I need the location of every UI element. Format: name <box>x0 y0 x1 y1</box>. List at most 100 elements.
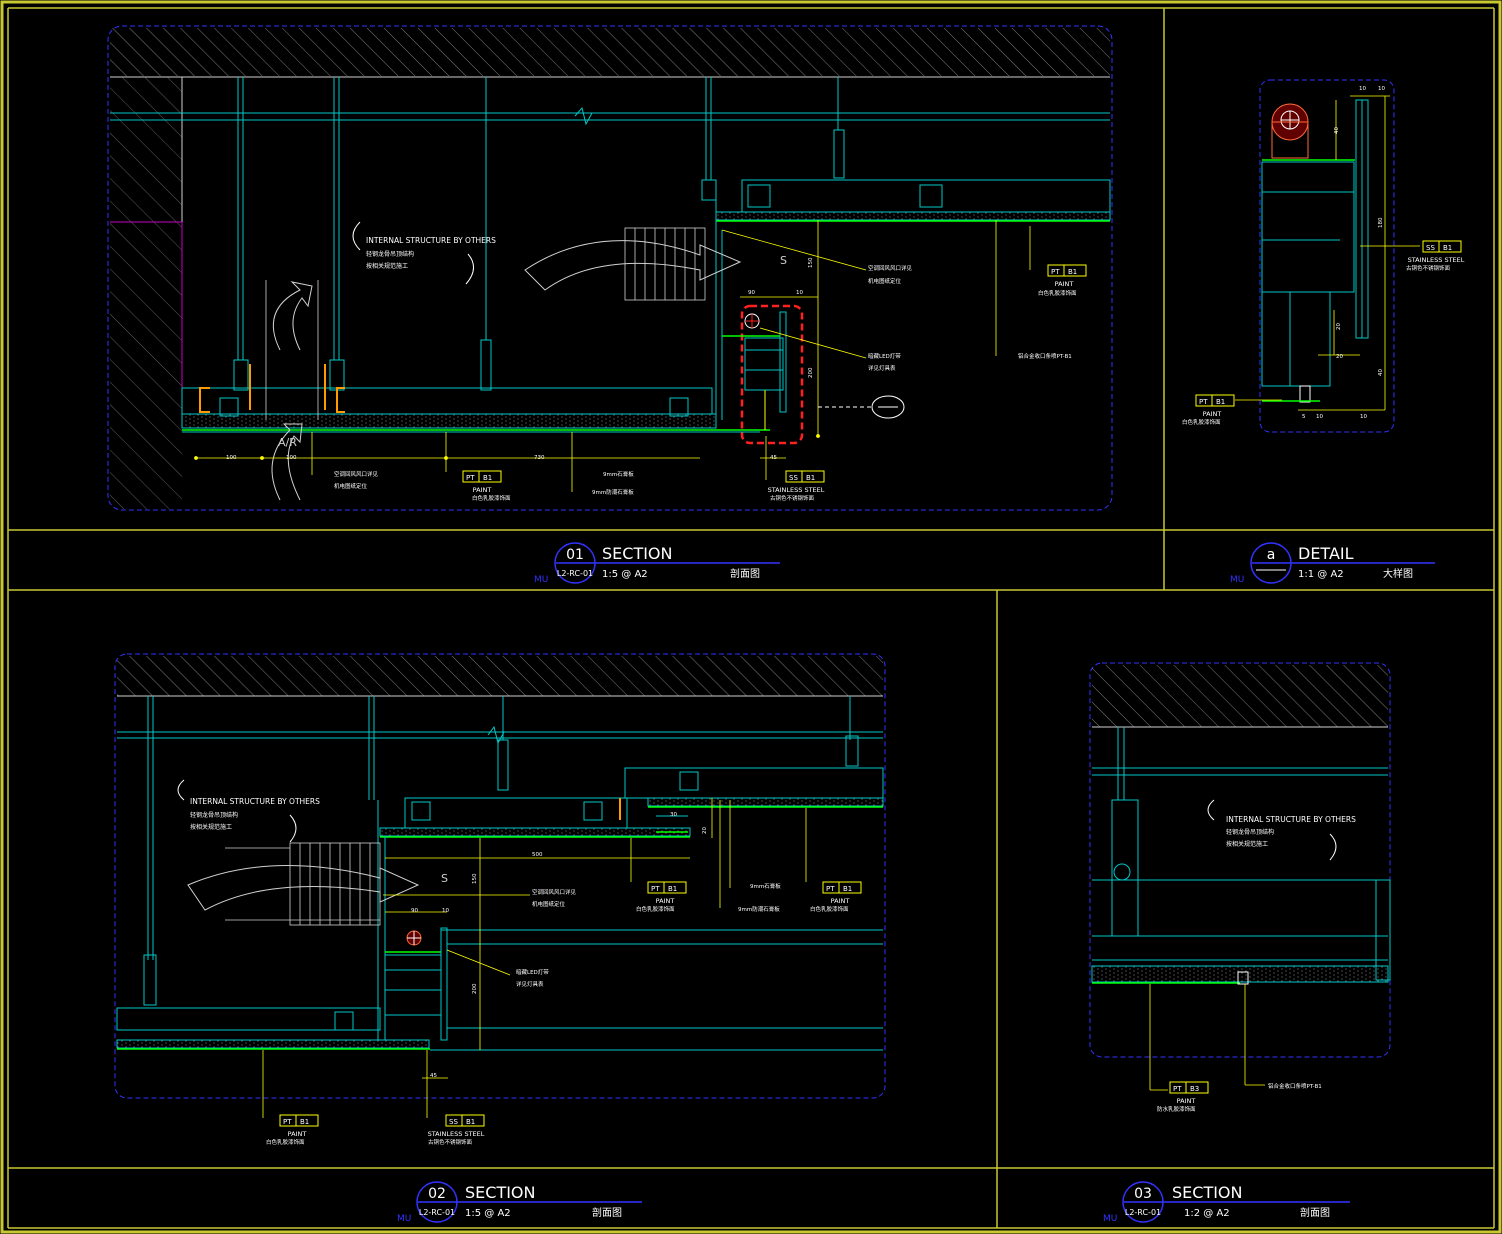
s1-dim90: 90 <box>748 290 755 296</box>
s1-ar: A/R <box>278 436 297 449</box>
view-scale: 1:2 @ A2 <box>1184 1208 1230 1219</box>
view-ref: L2-RC-01 <box>419 1208 455 1217</box>
view-number: 01 <box>566 547 584 563</box>
view-number: a <box>1267 547 1276 563</box>
s1-stainless-cn: 古铜色不锈钢饰面 <box>770 494 815 502</box>
view-title-cn: 剖面图 <box>730 567 760 580</box>
s2-paint-cn: 白色乳胶漆饰面 <box>636 905 675 913</box>
sa-ss-num: B1 <box>1443 244 1452 252</box>
s2-air-cn2: 机电图纸定位 <box>532 900 566 908</box>
sa-stainless: STAINLESS STEEL <box>1408 256 1465 264</box>
s2-led-cn1: 暗藏LED灯带 <box>516 968 549 976</box>
s2-ss-code: SS <box>449 1118 458 1126</box>
view-ref: L2-RC-01 <box>1125 1208 1161 1217</box>
sa-dim20b: 20 <box>1336 354 1343 360</box>
s1-dim45: 45 <box>770 455 777 461</box>
s2-pt-num-r: B1 <box>843 885 852 893</box>
s3-internal-cn2: 按相关规范施工 <box>1226 840 1268 848</box>
s2-dim20: 20 <box>702 827 708 834</box>
s1-gypsum9b: 9mm防潮石膏板 <box>592 488 634 496</box>
s1-paint-r: PAINT <box>1055 280 1074 288</box>
s1-led-cn1: 暗藏LED灯带 <box>868 352 901 360</box>
s1-dim200: 200 <box>808 367 814 378</box>
s2-s: S <box>441 872 448 885</box>
s2-stainless-cn: 古铜色不锈钢饰面 <box>428 1138 473 1146</box>
view-title-cn: 大样图 <box>1383 567 1413 580</box>
mu-label: MU <box>1230 575 1244 585</box>
s2-paint-b: PAINT <box>288 1130 307 1138</box>
sa-dim10b: 10 <box>1378 86 1385 92</box>
s2-led-cn2: 详见灯具表 <box>516 980 544 988</box>
sa-dim10d: 10 <box>1360 414 1367 420</box>
s2-pt-num-b: B1 <box>300 1118 309 1126</box>
s2-paint: PAINT <box>656 897 675 905</box>
s2-dim200: 200 <box>472 983 478 994</box>
sa-dim180: 180 <box>1378 217 1384 228</box>
s2-paint-cn-r: 白色乳胶漆饰面 <box>810 905 849 913</box>
s3-paint: PAINT <box>1177 1097 1196 1105</box>
s1-air-cn1: 空调回风风口详见 <box>868 264 913 272</box>
s3-right-note: 铝合金收口条喷PT-B1 <box>1268 1082 1322 1090</box>
mu-label: MU <box>534 575 548 585</box>
s2-dim30: 30 <box>670 812 677 818</box>
s2-pt-code-b: PT <box>283 1118 292 1126</box>
s1-dim10: 10 <box>796 290 803 296</box>
s1-gypsum9a: 9mm石膏板 <box>603 470 634 478</box>
view-title: SECTION <box>602 544 673 563</box>
s1-ss-num: B1 <box>806 474 815 482</box>
s1-paint-cn: 白色乳胶漆饰面 <box>472 494 511 502</box>
sa-dim40b: 40 <box>1378 369 1384 376</box>
s2-pt-num: B1 <box>668 885 677 893</box>
s1-dim730: 730 <box>534 455 545 461</box>
s1-internal-cn2: 按相关规范施工 <box>366 262 408 270</box>
s3-paint-cn: 防水乳胶漆饰面 <box>1157 1105 1196 1113</box>
s1-led-cn2: 详见灯具表 <box>868 364 896 372</box>
s2-stainless: STAINLESS STEEL <box>428 1130 485 1138</box>
s2-dim45: 45 <box>430 1073 437 1079</box>
sa-paint: PAINT <box>1203 410 1222 418</box>
view-scale: 1:5 @ A2 <box>465 1208 511 1219</box>
view-title-cn: 剖面图 <box>592 1206 622 1219</box>
s1-pt-num-r: B1 <box>1068 268 1077 276</box>
title-block-a: a DETAIL 1:1 @ A2 大样图 MU <box>1230 542 1435 585</box>
s2-internal-en: INTERNAL STRUCTURE BY OTHERS <box>190 797 320 806</box>
view-scale: 1:5 @ A2 <box>602 569 648 580</box>
section-01-drawing: INTERNAL STRUCTURE BY OTHERS 轻钢龙骨吊顶结构 按相… <box>107 25 1113 511</box>
s1-pt-code-r: PT <box>1051 268 1060 276</box>
title-block-01: 01 L2-RC-01 SECTION 1:5 @ A2 剖面图 MU <box>534 542 780 585</box>
s1-dim150: 150 <box>808 257 814 268</box>
mu-label: MU <box>397 1214 411 1224</box>
s2-gypsum9b: 9mm防潮石膏板 <box>738 905 780 913</box>
view-title: SECTION <box>465 1183 536 1202</box>
view-number: 03 <box>1134 1186 1152 1202</box>
sa-dim10c: 10 <box>1316 414 1323 420</box>
s2-dim500: 500 <box>532 852 543 858</box>
s2-air-cn1: 空调回风风口详见 <box>532 888 577 896</box>
s2-gypsum9a: 9mm石膏板 <box>750 882 781 890</box>
view-ref: L2-RC-01 <box>557 569 593 578</box>
s1-air-cn1b: 空调回风风口详见 <box>334 470 379 478</box>
detail-a-drawing: 10 10 40 180 20 20 40 5 10 10 SS B1 STAI… <box>1182 79 1465 433</box>
s1-dim100a: 100 <box>226 455 237 461</box>
s3-pt-num: B3 <box>1190 1085 1199 1093</box>
section-03-drawing: INTERNAL STRUCTURE BY OTHERS 轻钢龙骨吊顶结构 按相… <box>1089 662 1391 1113</box>
s1-s: S <box>780 254 787 267</box>
s1-internal-cn1: 轻钢龙骨吊顶结构 <box>366 250 414 258</box>
sa-dim20a: 20 <box>1336 323 1342 330</box>
s2-dim90: 90 <box>411 908 418 914</box>
mu-label: MU <box>1103 1214 1117 1224</box>
sa-pt-num: B1 <box>1216 398 1225 406</box>
title-block-02: 02 L2-RC-01 SECTION 1:5 @ A2 剖面图 MU <box>397 1181 642 1224</box>
sa-dim10a: 10 <box>1359 86 1366 92</box>
s1-right-note: 铝合金收口条喷PT-B1 <box>1018 352 1072 360</box>
s1-paint: PAINT <box>473 486 492 494</box>
s3-pt-code: PT <box>1173 1085 1182 1093</box>
sa-dim5: 5 <box>1302 414 1306 420</box>
s1-pt-code: PT <box>466 474 475 482</box>
s2-pt-code-r: PT <box>826 885 835 893</box>
s2-paint-r: PAINT <box>831 897 850 905</box>
sa-ss-code: SS <box>1426 244 1435 252</box>
section-02-drawing: INTERNAL STRUCTURE BY OTHERS 轻钢龙骨吊顶结构 按相… <box>114 653 886 1146</box>
s2-dim150: 150 <box>472 873 478 884</box>
